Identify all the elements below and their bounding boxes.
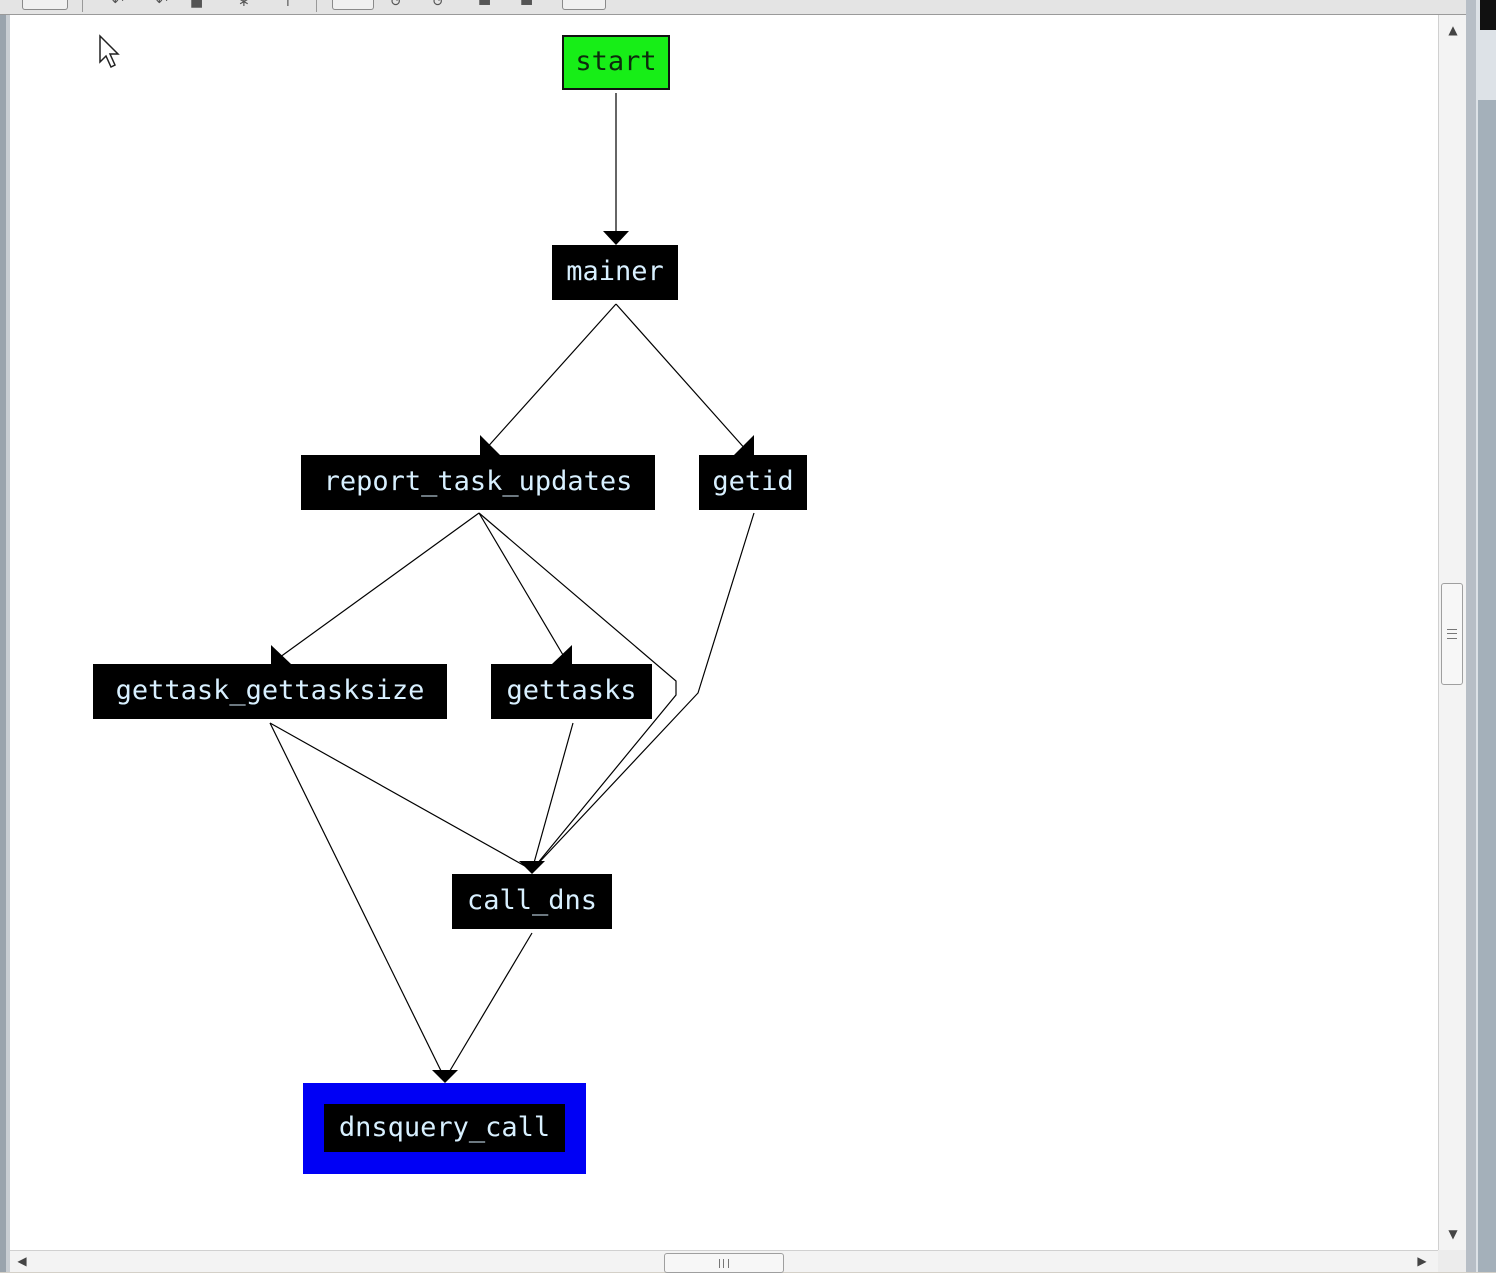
node-dnsquery-call-highlight[interactable]: dnsquery_call bbox=[303, 1083, 586, 1174]
toolbar: ↶ ↶ ■ ∗ ↑ ↺ ↺ ▬ ▬ bbox=[0, 0, 1466, 15]
node-dnsquery-call[interactable]: dnsquery_call bbox=[324, 1104, 565, 1152]
zoom-in-icon[interactable]: ↶ bbox=[112, 0, 124, 10]
node-call-dns[interactable]: call_dns bbox=[452, 874, 612, 929]
vertical-scroll-thumb[interactable] bbox=[1441, 583, 1463, 685]
arrowhead-mainer bbox=[603, 231, 629, 245]
toolbar-button-fit[interactable] bbox=[562, 0, 606, 10]
print-icon[interactable]: ■ bbox=[190, 0, 204, 10]
node-label: call_dns bbox=[466, 885, 598, 916]
toolbar-separator bbox=[82, 0, 83, 12]
scrollbar-corner bbox=[1438, 1250, 1466, 1272]
graph-edges bbox=[269, 93, 755, 1083]
node-label: report_task_updates bbox=[323, 466, 633, 497]
node-label: start bbox=[575, 46, 657, 77]
edge-mainer-to-report-task-updates bbox=[483, 303, 617, 452]
node-label: getid bbox=[712, 466, 794, 497]
node-label: gettasks bbox=[506, 675, 637, 706]
node-report-task-updates[interactable]: report_task_updates bbox=[301, 455, 655, 510]
scroll-right-icon[interactable]: ▶ bbox=[1417, 1254, 1427, 1268]
arrowhead-gettask-gettasksize bbox=[271, 645, 291, 664]
layout-alt-icon[interactable]: ▬ bbox=[520, 0, 534, 10]
edge-call-dns-to-dnsquery-call bbox=[444, 932, 533, 1080]
scroll-up-icon[interactable]: ▲ bbox=[1448, 23, 1458, 37]
layout-icon[interactable]: ▬ bbox=[478, 0, 492, 10]
toolbar-button-select[interactable] bbox=[332, 0, 374, 10]
pointer-icon[interactable]: ↑ bbox=[282, 0, 294, 10]
toolbar-separator bbox=[316, 0, 317, 12]
arrowhead-dnsquery-call bbox=[432, 1070, 458, 1083]
scroll-left-icon[interactable]: ◀ bbox=[17, 1254, 27, 1268]
edge-report-task-updates-to-gettask-gettasksize bbox=[275, 512, 480, 661]
refresh-icon[interactable]: ↺ bbox=[432, 0, 444, 10]
edge-gettask-gettasksize-to-call-dns bbox=[269, 722, 533, 871]
zoom-out-icon[interactable]: ↶ bbox=[156, 0, 168, 10]
node-label: gettask_gettasksize bbox=[115, 675, 425, 706]
rotate-icon[interactable]: ↺ bbox=[390, 0, 402, 10]
horizontal-scroll-thumb[interactable] bbox=[664, 1253, 784, 1273]
edge-gettasks-to-call-dns bbox=[531, 722, 574, 871]
horizontal-scrollbar[interactable]: ◀ ▶ bbox=[10, 1250, 1438, 1273]
window-right-edge bbox=[1466, 0, 1496, 1272]
mouse-cursor-icon bbox=[99, 34, 120, 69]
node-getid[interactable]: getid bbox=[699, 455, 807, 510]
arrowhead-call-dns bbox=[519, 861, 545, 874]
node-label: dnsquery_call bbox=[338, 1112, 551, 1143]
cut-icon[interactable]: ∗ bbox=[238, 0, 250, 10]
node-mainer[interactable]: mainer bbox=[552, 245, 678, 300]
arrowhead-report-task-updates bbox=[480, 435, 500, 455]
arrowhead-gettasks bbox=[552, 645, 572, 664]
toolbar-button[interactable] bbox=[22, 0, 68, 10]
node-label: mainer bbox=[566, 256, 664, 287]
edge-report-task-updates-to-gettasks bbox=[478, 512, 567, 661]
edge-getid-to-call-dns bbox=[531, 512, 755, 871]
graph-canvas[interactable]: start mainer report_task_updates getid g… bbox=[10, 15, 1438, 1250]
node-gettask-gettasksize[interactable]: gettask_gettasksize bbox=[93, 664, 447, 719]
edge-gettask-gettasksize-to-dnsquery-call bbox=[269, 722, 446, 1080]
edge-report-task-updates-to-call-dns bbox=[478, 512, 677, 871]
vertical-scrollbar[interactable]: ▲ ▼ bbox=[1438, 15, 1466, 1250]
window-left-edge bbox=[0, 0, 10, 1272]
edge-mainer-to-getid bbox=[615, 303, 748, 452]
node-gettasks[interactable]: gettasks bbox=[491, 664, 652, 719]
arrowhead-getid bbox=[734, 435, 754, 455]
scroll-down-icon[interactable]: ▼ bbox=[1448, 1227, 1458, 1241]
node-start[interactable]: start bbox=[562, 35, 670, 90]
